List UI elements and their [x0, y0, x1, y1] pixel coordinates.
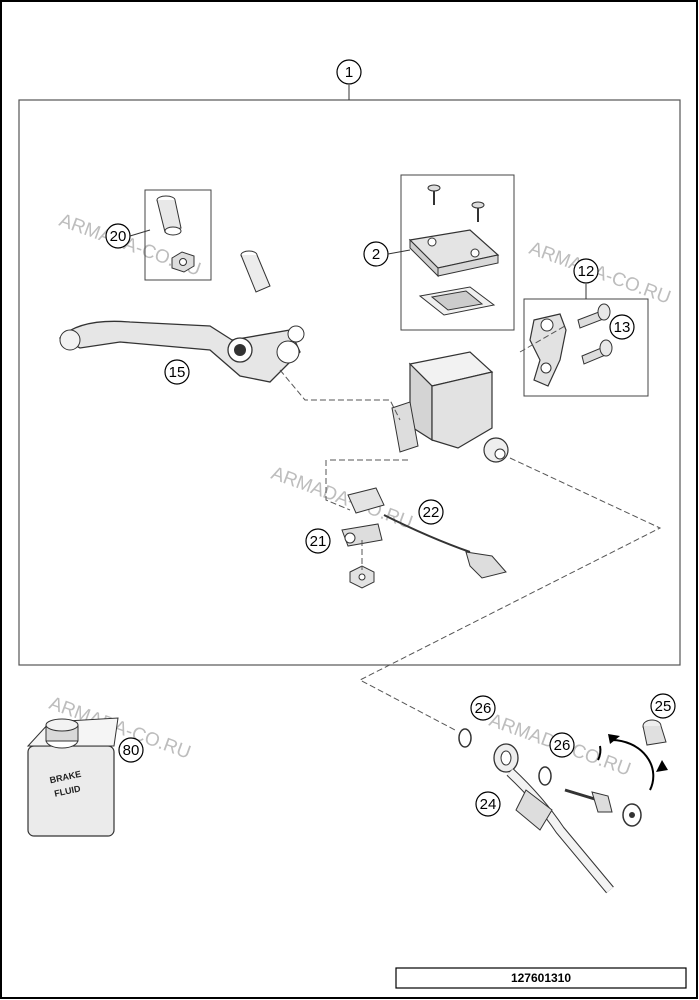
svg-text:13: 13: [614, 319, 631, 336]
part-number-box: [395, 967, 687, 989]
watermark: ARMADA-CO.RU: [526, 238, 673, 309]
callout-21: 21: [305, 528, 331, 554]
switch-bracket-icon: [341, 487, 385, 547]
part-number: 127601310: [511, 971, 571, 985]
brake-hose-icon: [493, 743, 614, 894]
svg-text:26: 26: [475, 700, 492, 717]
callout-22: 22: [418, 499, 444, 525]
subgroup-box-2: [400, 174, 515, 331]
clamp-bolt-icon: [577, 303, 613, 365]
subgroup-box-20: [144, 189, 212, 281]
callout-12: 12: [573, 258, 599, 284]
brake-lever-icon: [58, 320, 305, 383]
svg-text:21: 21: [310, 533, 327, 550]
svg-text:80: 80: [123, 742, 140, 759]
svg-text:25: 25: [655, 698, 672, 715]
cover-screw-icon: [427, 184, 485, 222]
svg-text:15: 15: [169, 364, 186, 381]
callout-20: 20: [105, 223, 151, 249]
adjuster-sleeve-icon: [240, 250, 271, 293]
callout-2: 2: [363, 241, 411, 267]
callouts: 1 2 12 13 15 20 21 22: [105, 59, 676, 817]
callout-1: 1: [336, 59, 362, 85]
reservoir-cover-icon: [408, 229, 500, 278]
diaphragm-icon: [418, 286, 496, 316]
pivot-sleeve-icon: [156, 195, 182, 236]
callout-25: 25: [650, 693, 676, 719]
svg-text:26: 26: [554, 737, 571, 754]
svg-text:12: 12: [578, 263, 595, 280]
switch-nut-icon: [349, 565, 375, 589]
svg-text:2: 2: [372, 246, 380, 263]
brake-fluid-bottle-icon: BRAKE FLUID: [26, 717, 119, 837]
master-cylinder-icon: [391, 351, 509, 463]
clamp-icon: [529, 313, 567, 387]
leader-lines: [279, 325, 662, 731]
switch-cable-icon: [383, 514, 507, 579]
pivot-nut-icon: [171, 251, 195, 273]
svg-text:24: 24: [480, 796, 497, 813]
rotate-arrow-icon: [597, 734, 668, 791]
callout-24: 24: [475, 791, 501, 817]
callout-13: 13: [609, 314, 635, 340]
callout-26b: 26: [549, 732, 575, 758]
washer-icon: [458, 728, 552, 786]
banjo-bolt-icon: [564, 788, 642, 827]
callout-80: 80: [118, 737, 144, 763]
svg-text:22: 22: [423, 504, 440, 521]
callout-15: 15: [164, 359, 190, 385]
watermark: ARMADA-CO.RU: [268, 463, 415, 534]
svg-text:1: 1: [345, 64, 353, 81]
bleed-screw-icon: [642, 719, 667, 746]
svg-text:20: 20: [110, 228, 127, 245]
callout-26a: 26: [470, 695, 496, 721]
